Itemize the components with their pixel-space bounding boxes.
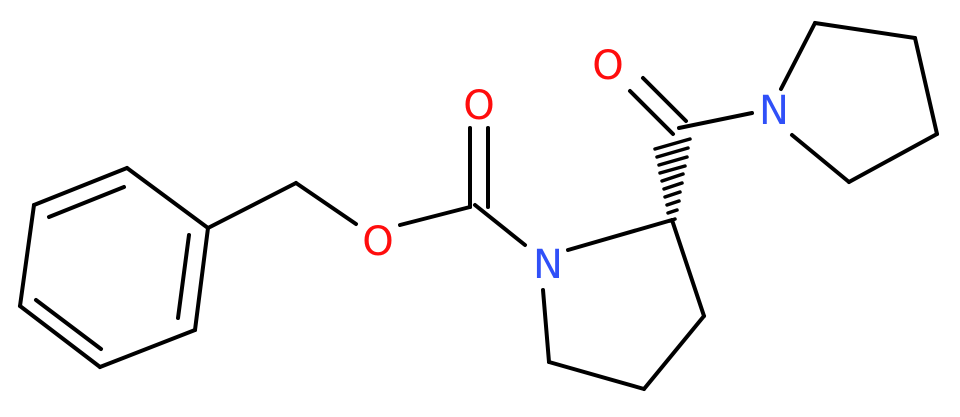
pyrrolidine-ring	[779, 21, 939, 184]
ester-oxygen-label: O	[362, 219, 393, 265]
benzene-bond-6	[193, 226, 210, 332]
benzene-bond-4	[18, 304, 102, 369]
pyrrolidine-n-ca-bond	[779, 21, 817, 91]
stereo-hashed-wedge	[653, 137, 692, 223]
benzyl-ring-ch2-bond	[206, 181, 298, 230]
pyrrolidine-cb-cc-bond	[913, 36, 939, 136]
amide-c-n-bond	[677, 111, 754, 130]
proline-c4-c5-bond	[547, 360, 646, 391]
benzene-ring	[18, 166, 210, 369]
pyrrolidine-cd-n-bond	[790, 133, 851, 184]
amide-co-double-bond-b	[641, 76, 688, 123]
amide-oxygen-label: O	[592, 43, 623, 89]
pyrrolidine-cc-cd-bond	[847, 132, 939, 184]
benzene-inner-bond-2	[34, 298, 103, 351]
proline-c3-c4-bond	[642, 314, 706, 391]
proline-c2-c3-bond	[670, 218, 706, 318]
amide-co-double-bond-a	[628, 89, 675, 136]
ester-o-carbonyl-bond	[398, 205, 472, 227]
proline-c5-n-bond	[541, 288, 551, 364]
benzene-bond-5	[98, 328, 197, 369]
carbamate-oxygen-label: O	[463, 83, 494, 129]
ch2-ester-o-bond	[294, 181, 358, 226]
benzene-bond-1	[125, 166, 210, 230]
carbonyl-n-bond	[473, 203, 527, 247]
proline-ring	[541, 218, 706, 391]
benzene-inner-bond-1	[47, 185, 126, 219]
pyrrolidine-nitrogen-label: N	[759, 88, 789, 134]
pyrrolidine-ca-cb-bond	[813, 21, 917, 40]
proline-n-c2-bond	[566, 218, 674, 252]
benzene-bond-3	[18, 203, 36, 308]
benzene-inner-bond-3	[176, 233, 191, 320]
benzene-bond-2	[32, 166, 129, 207]
proline-nitrogen-label: N	[533, 242, 563, 288]
